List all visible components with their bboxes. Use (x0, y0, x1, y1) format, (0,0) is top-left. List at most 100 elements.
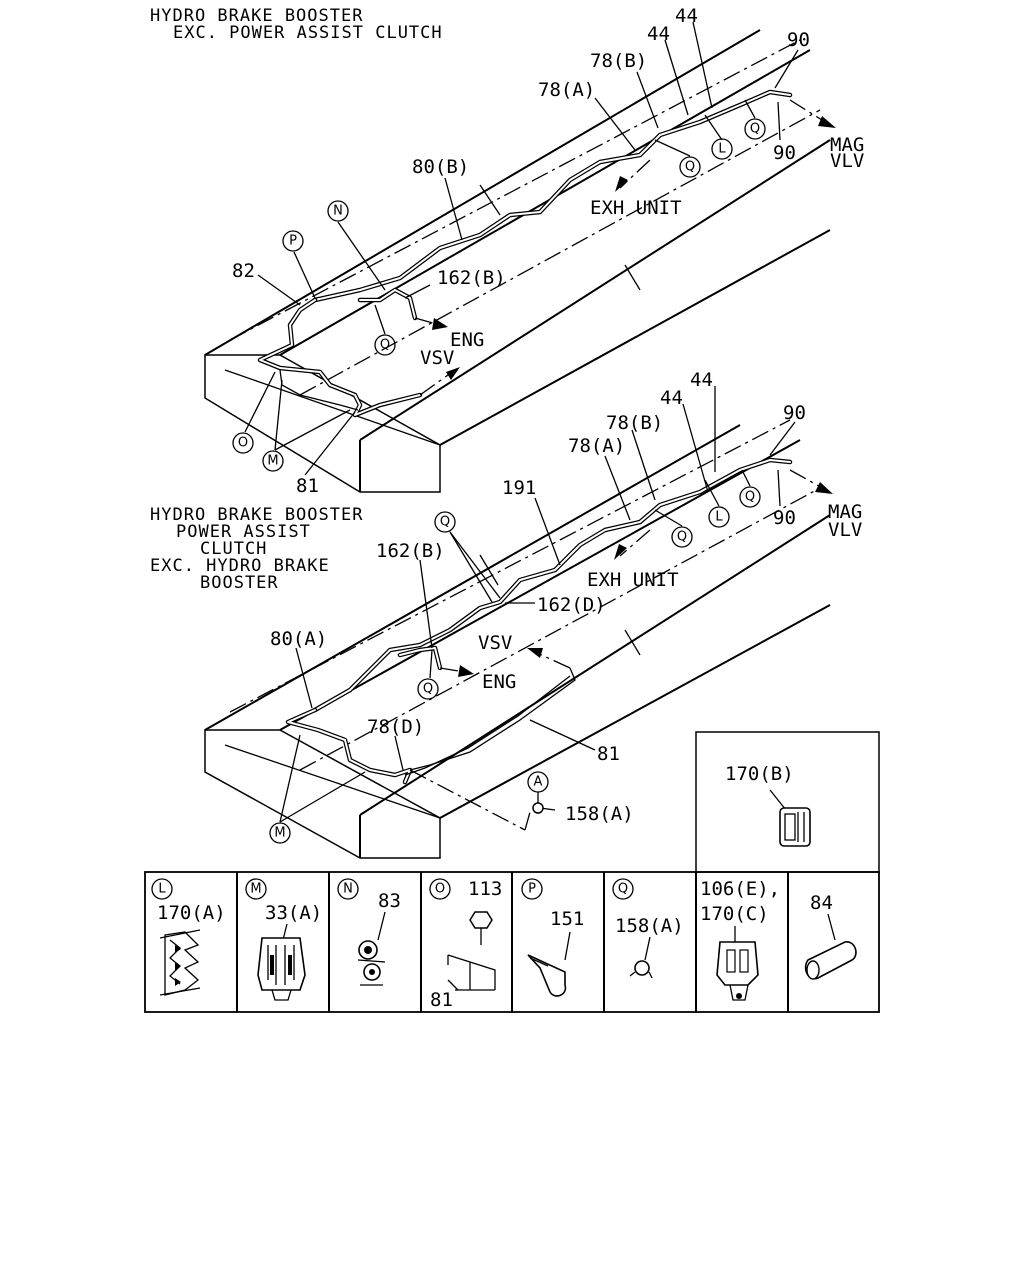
clip-170b-icon (779, 807, 811, 847)
upper-label-81: 81 (296, 475, 319, 497)
lower-label-90-b: 90 (773, 507, 796, 529)
svg-text:N: N (333, 204, 343, 219)
upper-pipe-82 (257, 297, 423, 418)
lower-label-90-a: 90 (783, 402, 806, 424)
legend-part-106e: 106(E), (700, 878, 780, 900)
upper-label-90-b: 90 (773, 142, 796, 164)
upper-label-78b: 78(B) (590, 50, 647, 72)
svg-text:M: M (274, 826, 285, 841)
upper-label-78a: 78(A) (538, 79, 595, 101)
upper-callout-p: P (282, 230, 304, 252)
legend-cell-p: P 151 (521, 878, 584, 997)
lower-arrows (409, 469, 833, 831)
lower-label-44-b: 44 (660, 387, 683, 409)
lower-label-78d: 78(D) (367, 716, 424, 738)
svg-text:L: L (158, 882, 166, 897)
svg-text:P: P (528, 882, 536, 897)
lower-header-line-3: CLUTCH (200, 539, 267, 559)
legend-letter-q: Q (612, 878, 634, 900)
upper-arrows (414, 99, 836, 396)
legend-cell-q: Q 158(A) (612, 878, 684, 979)
svg-text:M: M (250, 882, 261, 897)
legend-part-158a: 158(A) (615, 915, 684, 937)
lower-label-78b: 78(B) (606, 412, 663, 434)
upper-dir-exh-unit: EXH UNIT (590, 197, 682, 219)
lower-dir-eng: ENG (482, 671, 516, 693)
svg-text:Q: Q (423, 682, 433, 697)
lower-pipe-eng (397, 645, 443, 671)
upper-header-line-1: HYDRO BRAKE BOOSTER (150, 6, 363, 26)
lower-callout-q-end: Q (739, 486, 761, 508)
lower-callout-q-eng: Q (417, 678, 439, 700)
lower-callout-m: M (269, 822, 291, 844)
tie-151-icon (527, 954, 567, 997)
legend-letter-o: O (429, 878, 451, 900)
lower-label-162b: 162(B) (376, 540, 445, 562)
upper-label-44-a: 44 (675, 5, 698, 27)
upper-pipe-80b (312, 89, 793, 303)
svg-text:Q: Q (440, 515, 450, 530)
svg-text:Q: Q (685, 160, 695, 175)
lower-label-81: 81 (597, 743, 620, 765)
legend-cell-m: M 33(A) (245, 878, 322, 1001)
lower-direction-labels: MAG VLV EXH UNIT VSV ENG (478, 501, 862, 693)
upper-callout-q-end: Q (744, 118, 766, 140)
legend-cell-106e-170c: 106(E), 170(C) (700, 878, 780, 1001)
upper-callout-n: N (327, 200, 349, 222)
upper-dir-vsv: VSV (420, 347, 454, 369)
lower-label-78a: 78(A) (568, 435, 625, 457)
inset-label-170b: 170(B) (725, 763, 794, 785)
lower-pipe-80a (285, 707, 413, 785)
upper-callout-m: M (262, 450, 284, 472)
lower-label-80a: 80(A) (270, 628, 327, 650)
legend-cell-n: N 83 (337, 878, 401, 986)
legend-letter-m: M (245, 878, 267, 900)
lower-header-line-1: HYDRO BRAKE BOOSTER (150, 505, 363, 525)
svg-text:P: P (289, 234, 297, 249)
clip-170a-icon (159, 929, 201, 996)
svg-text:L: L (718, 142, 726, 157)
lower-callout-a: A (527, 771, 549, 793)
lower-callout-l: L (708, 506, 730, 528)
upper-callout-q-mid: Q (679, 156, 701, 178)
legend-letter-p: P (521, 878, 543, 900)
upper-label-44-b: 44 (647, 23, 670, 45)
upper-direction-labels: MAG VLV EXH UNIT ENG VSV (420, 134, 864, 369)
lower-label-44-a: 44 (690, 369, 713, 391)
upper-label-82: 82 (232, 260, 255, 282)
upper-part-labels: 44 44 90 78(B) 78(A) 80(B) 90 162(B) 82 … (232, 5, 810, 497)
legend-part-81: 81 (430, 989, 453, 1011)
upper-leaders (244, 21, 799, 476)
legend-part-83: 83 (378, 890, 401, 912)
lower-dir-mag: MAG (828, 501, 862, 523)
upper-dir-vlv: VLV (830, 150, 864, 172)
lower-header-line-5: BOOSTER (200, 573, 279, 593)
lower-leaders (279, 386, 796, 823)
lower-part-labels: 44 44 90 78(B) 78(A) 191 90 162(B) 162(D… (270, 369, 806, 825)
upper-view: HYDRO BRAKE BOOSTER EXC. POWER ASSIST CL… (150, 5, 864, 497)
upper-label-90-a: 90 (787, 29, 810, 51)
svg-text:N: N (343, 882, 353, 897)
legend-cell-o: O 113 81 (429, 878, 502, 1011)
lower-label-158a: 158(A) (565, 803, 634, 825)
detail-inset: 170(B) (695, 731, 880, 873)
upper-frame-rail (204, 29, 831, 493)
lower-callout-q-top: Q (434, 511, 456, 533)
svg-text:O: O (435, 882, 445, 897)
legend-cell-84: 84 (804, 892, 857, 980)
lower-header-line-2: POWER ASSIST (176, 522, 311, 542)
lower-frame-rail (204, 419, 831, 859)
lower-header-line-4: EXC. HYDRO BRAKE (150, 556, 330, 576)
legend-letter-n: N (337, 878, 359, 900)
svg-text:O: O (238, 436, 248, 451)
svg-text:Q: Q (745, 490, 755, 505)
lower-dir-exh-unit: EXH UNIT (587, 569, 679, 591)
upper-callout-q-eng: Q (374, 334, 396, 356)
upper-pipe-eng (357, 287, 418, 321)
legend-letter-l: L (151, 878, 173, 900)
legend-part-151: 151 (550, 908, 584, 930)
lower-label-162d: 162(D) (537, 594, 606, 616)
svg-text:L: L (715, 510, 723, 525)
svg-text:M: M (267, 454, 278, 469)
